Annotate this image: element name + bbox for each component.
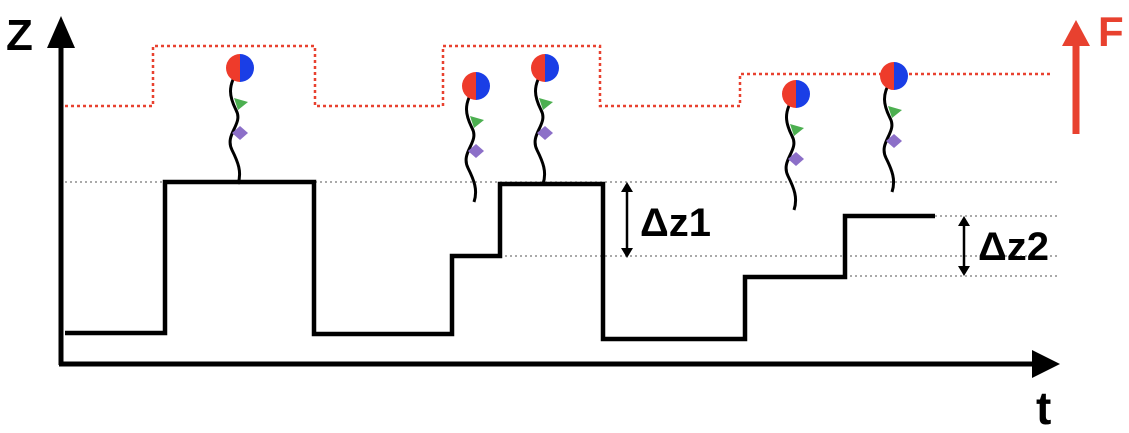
tethered-bead-molecule-icon <box>529 52 561 186</box>
tethered-bead-molecule-icon <box>878 60 910 194</box>
z-axis-arrowhead <box>47 16 75 48</box>
dz1-double-arrow <box>621 182 633 258</box>
force-protocol-trace <box>65 44 1050 108</box>
extension-trace <box>65 179 935 342</box>
t-axis-arrowhead <box>1032 350 1060 378</box>
up-arrow-icon <box>1062 20 1090 134</box>
tethered-bead-molecule-icon <box>780 78 812 212</box>
dz2-label: Δz2 <box>978 225 1049 269</box>
t-axis-label: t <box>1036 382 1051 428</box>
z-axis-label: Z <box>6 11 33 60</box>
dz2-double-arrow <box>958 216 970 276</box>
dz1-label: Δz1 <box>640 201 711 245</box>
tethered-bead-molecule-icon <box>224 52 256 186</box>
force-label: F <box>1098 8 1124 55</box>
